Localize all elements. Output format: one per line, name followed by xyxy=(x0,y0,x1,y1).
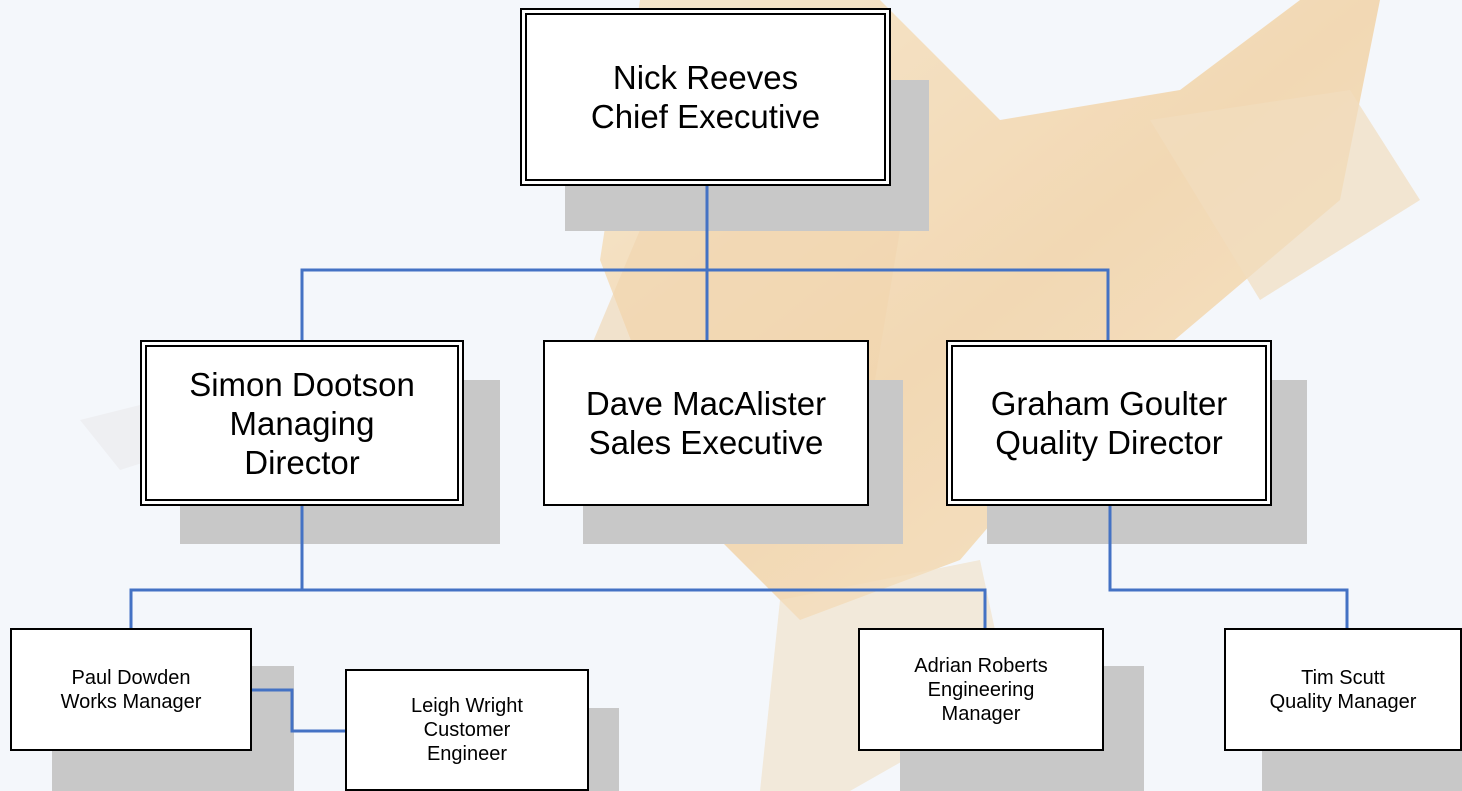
node-title: Quality Director xyxy=(995,424,1223,461)
node-quality-manager: Tim Scutt Quality Manager xyxy=(1224,628,1462,751)
connector-lines xyxy=(129,185,1349,733)
node-name: Dave MacAlister xyxy=(585,385,827,422)
node-name: Adrian Roberts xyxy=(914,654,1048,677)
node-managing-director: Simon Dootson Managing Director xyxy=(140,340,464,506)
node-title: Quality Manager xyxy=(1269,690,1417,713)
node-title: Customer xyxy=(423,719,511,741)
connector-qd-to-qm xyxy=(1108,505,1349,630)
node-title: Director xyxy=(244,443,360,481)
node-engineering-manager: Adrian Roberts Engineering Manager xyxy=(858,628,1104,751)
node-name: Tim Scutt xyxy=(1301,666,1385,689)
node-title: Managing xyxy=(229,404,375,442)
node-name: Nick Reeves xyxy=(612,59,799,96)
node-name: Graham Goulter xyxy=(990,385,1228,422)
node-customer-engineer: Leigh Wright Customer Engineer xyxy=(345,669,589,791)
node-name: Paul Dowden xyxy=(71,666,191,689)
node-title: Chief Executive xyxy=(590,98,821,135)
connector-works-to-customer xyxy=(250,688,346,733)
node-title: Manager xyxy=(941,702,1021,725)
node-chief-executive: Nick Reeves Chief Executive xyxy=(520,8,891,186)
connector-director-bus xyxy=(300,268,1110,340)
node-quality-director: Graham Goulter Quality Director xyxy=(946,340,1272,506)
connector-manager-bus xyxy=(129,588,987,630)
node-name: Simon Dootson xyxy=(189,365,415,403)
node-title: Works Manager xyxy=(60,690,202,713)
node-title: Engineer xyxy=(426,743,508,765)
node-title: Sales Executive xyxy=(588,424,824,461)
node-works-manager: Paul Dowden Works Manager xyxy=(10,628,252,751)
node-sales-executive: Dave MacAlister Sales Executive xyxy=(543,340,869,506)
node-title: Engineering xyxy=(927,678,1035,701)
node-name: Leigh Wright xyxy=(411,695,523,717)
